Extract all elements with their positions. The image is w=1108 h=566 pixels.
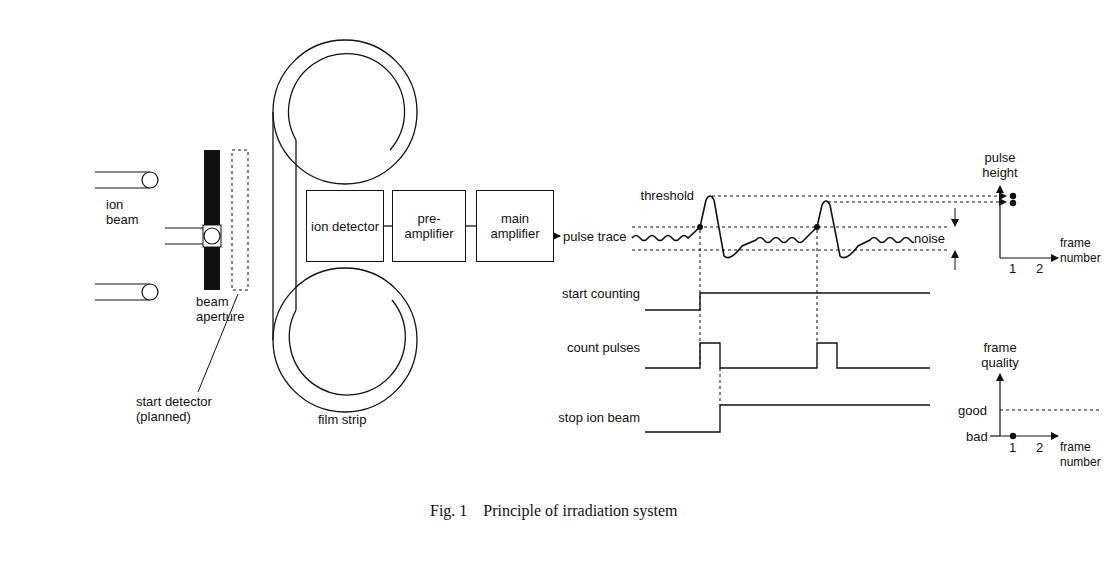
box-label: main amplifier [477,211,553,241]
text-label: frame number [1060,236,1106,266]
box-label: pre-amplifier [393,211,465,241]
text-label: film strip [318,412,366,427]
text-label: good [958,403,987,418]
text-label: frame quality [970,340,1030,370]
signal-wire [384,225,392,226]
text-label: count pulses [540,340,640,355]
figure-caption: Fig. 1 Principle of irradiation system [430,502,678,520]
text-label: pulse height [970,150,1030,180]
text-label: frame number [1060,440,1106,470]
text-label: 2 [1036,261,1043,276]
text-label: bad [966,429,988,444]
signal-wire [466,225,476,226]
text-label: 1 [1009,261,1016,276]
text-label: ion beam [106,197,146,227]
text-label: pulse trace [563,229,627,244]
text-label: noise [914,231,950,246]
text-label: 2 [1036,440,1043,455]
text-label: beam aperture [196,294,260,324]
process-box: pre-amplifier [392,190,466,262]
box-label: ion detector [307,219,383,234]
text-label: 1 [1009,440,1016,455]
text-label: start detector (planned) [136,394,246,424]
text-label: start counting [540,286,640,301]
process-box: main amplifier [476,190,554,262]
process-box: ion detector [306,190,384,262]
text-label: threshold [628,188,694,203]
text-label: stop ion beam [540,410,640,425]
